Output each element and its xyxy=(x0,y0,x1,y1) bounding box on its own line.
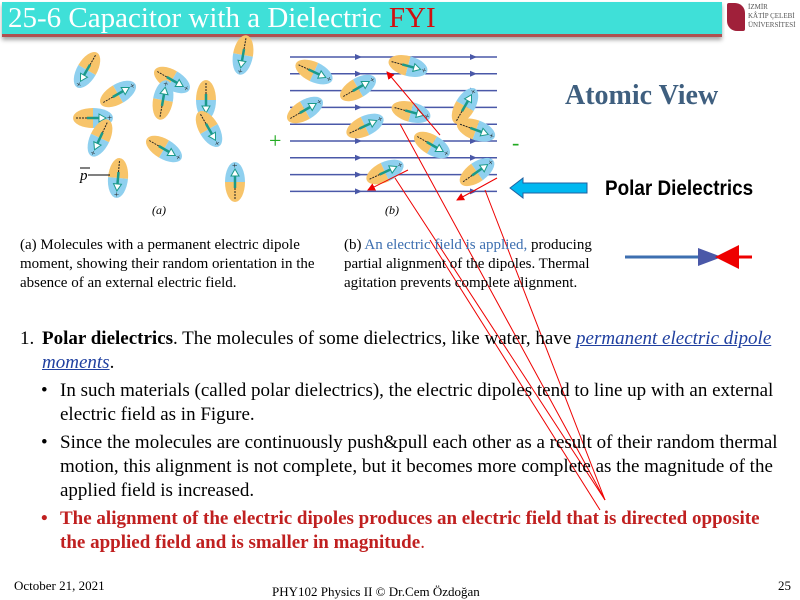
dipole-molecule: + xyxy=(195,110,223,148)
dipole-molecule: + xyxy=(366,159,405,185)
dipole-molecule: + xyxy=(413,131,451,159)
highlight-text: The alignment of the electric dipoles pr… xyxy=(60,508,760,553)
logo-mark-icon xyxy=(727,3,745,31)
bullet-item: Since the molecules are continuously pus… xyxy=(41,431,780,503)
field-arrow-icon xyxy=(470,154,477,161)
svg-text:+: + xyxy=(420,65,427,76)
dipole-molecule: + xyxy=(225,162,245,202)
svg-text:+: + xyxy=(468,87,479,96)
svg-text:+: + xyxy=(442,148,451,159)
paragraph-text: . The molecules of some dielectrics, lik… xyxy=(173,328,577,349)
svg-text:+: + xyxy=(486,157,496,168)
footer-date: October 21, 2021 xyxy=(14,578,105,593)
svg-text:+: + xyxy=(212,139,223,148)
svg-text:+: + xyxy=(73,80,84,89)
footer-course: PHY102 Physics II © Dr.Cem Özdoğan xyxy=(272,584,480,599)
caption-b: (b) An electric field is applied, produc… xyxy=(344,236,602,293)
dipole-molecule: + xyxy=(391,101,431,123)
dipoles-random: ++++++++++++ xyxy=(73,35,254,202)
field-arrow-icon xyxy=(355,138,362,144)
dipole-molecule: + xyxy=(99,80,137,108)
logo-line: KÂTİP ÇELEBİ xyxy=(748,12,795,20)
dipole-molecule: + xyxy=(145,135,183,163)
dipole-molecule: + xyxy=(107,158,129,198)
title-fyi: FYI xyxy=(388,2,436,34)
p-vector-label: p xyxy=(79,168,88,184)
svg-text:+: + xyxy=(487,130,495,141)
field-arrow-icon xyxy=(470,54,477,60)
slide-title: 25-6 Capacitor with a Dielectric FYI xyxy=(8,2,436,35)
field-arrow-icon xyxy=(355,171,362,178)
field-arrow-icon xyxy=(470,138,477,144)
title-bar: 25-6 Capacitor with a Dielectric FYI xyxy=(2,2,722,37)
dipole-molecule: + xyxy=(388,55,428,77)
field-arrow-icon xyxy=(355,188,362,195)
dipole-molecule: + xyxy=(87,119,113,158)
paragraph-end: . xyxy=(109,352,115,373)
minus-sign: - xyxy=(512,130,519,155)
svg-text:+: + xyxy=(161,80,172,87)
svg-text:+: + xyxy=(325,73,334,84)
atomic-view-heading: Atomic View xyxy=(565,80,719,111)
svg-text:+: + xyxy=(230,163,240,168)
dipole-molecule: + xyxy=(73,51,101,89)
polar-dielectrics-label: Polar Dielectrics xyxy=(605,177,754,200)
slide-body: 1. Polar dielectrics. The molecules of s… xyxy=(20,327,780,559)
svg-text:+: + xyxy=(376,113,385,124)
caption-b-highlight: An electric field is applied, xyxy=(364,237,528,253)
paragraph-heading: Polar dielectrics xyxy=(42,328,174,349)
plus-sign: + xyxy=(269,128,281,153)
bullet-item-highlight: The alignment of the electric dipoles pr… xyxy=(41,507,780,555)
dipole-molecule: + xyxy=(456,118,496,142)
field-arrow-icon xyxy=(355,54,362,60)
dipoles-aligned: + + + + + + + + + + + xyxy=(286,55,496,187)
caption-b-rest: producing partial alignment of the dipol… xyxy=(344,237,592,291)
field-arrow-icon xyxy=(355,70,362,77)
dipole-molecule: + xyxy=(339,74,377,102)
svg-text:+: + xyxy=(174,152,183,163)
logo-line: İZMİR xyxy=(748,3,768,11)
bullet-item: In such materials (called polar dielectr… xyxy=(41,379,780,427)
highlight-end: . xyxy=(420,532,425,553)
dipole-molecule: + xyxy=(232,35,254,75)
svg-text:+: + xyxy=(368,74,377,85)
list-number: 1. xyxy=(20,328,35,349)
dipole-moments-link[interactable]: permanent electric dipole moments xyxy=(42,328,772,373)
dipole-molecule: + xyxy=(451,87,479,125)
svg-text:+: + xyxy=(87,149,98,158)
title-text: 25-6 Capacitor with a Dielectric xyxy=(8,2,389,34)
footer-page-number: 25 xyxy=(778,578,791,593)
field-arrow-icon xyxy=(355,104,362,111)
dipole-molecule: + xyxy=(346,113,385,139)
dipole-molecule: + xyxy=(152,80,174,120)
caption-b-prefix: (b) xyxy=(344,237,365,253)
label-a: (a) xyxy=(152,203,166,217)
dipole-molecule: + xyxy=(295,59,334,85)
svg-text:+: + xyxy=(315,96,324,107)
svg-text:+: + xyxy=(182,83,191,94)
svg-text:+: + xyxy=(235,68,246,75)
label-b: (b) xyxy=(385,203,399,217)
logo-line: ÜNİVERSİTESİ xyxy=(748,21,796,29)
field-arrow-icon xyxy=(470,70,477,77)
dipole-molecule: + xyxy=(286,96,324,124)
pointer-arrow-icon xyxy=(509,176,588,200)
svg-text:+: + xyxy=(111,192,121,198)
caption-a: (a) Molecules with a permanent electric … xyxy=(20,237,315,291)
svg-text:+: + xyxy=(423,111,430,122)
polar-dielectrics-paragraph: Polar dielectrics. The molecules of some… xyxy=(42,327,780,375)
svg-text:+: + xyxy=(396,159,405,170)
dipole-molecule: + xyxy=(153,66,191,94)
dipole-molecule: + xyxy=(459,157,496,187)
field-arrow-icon xyxy=(355,154,362,161)
svg-text:+: + xyxy=(107,113,112,123)
svg-text:+: + xyxy=(128,80,137,91)
